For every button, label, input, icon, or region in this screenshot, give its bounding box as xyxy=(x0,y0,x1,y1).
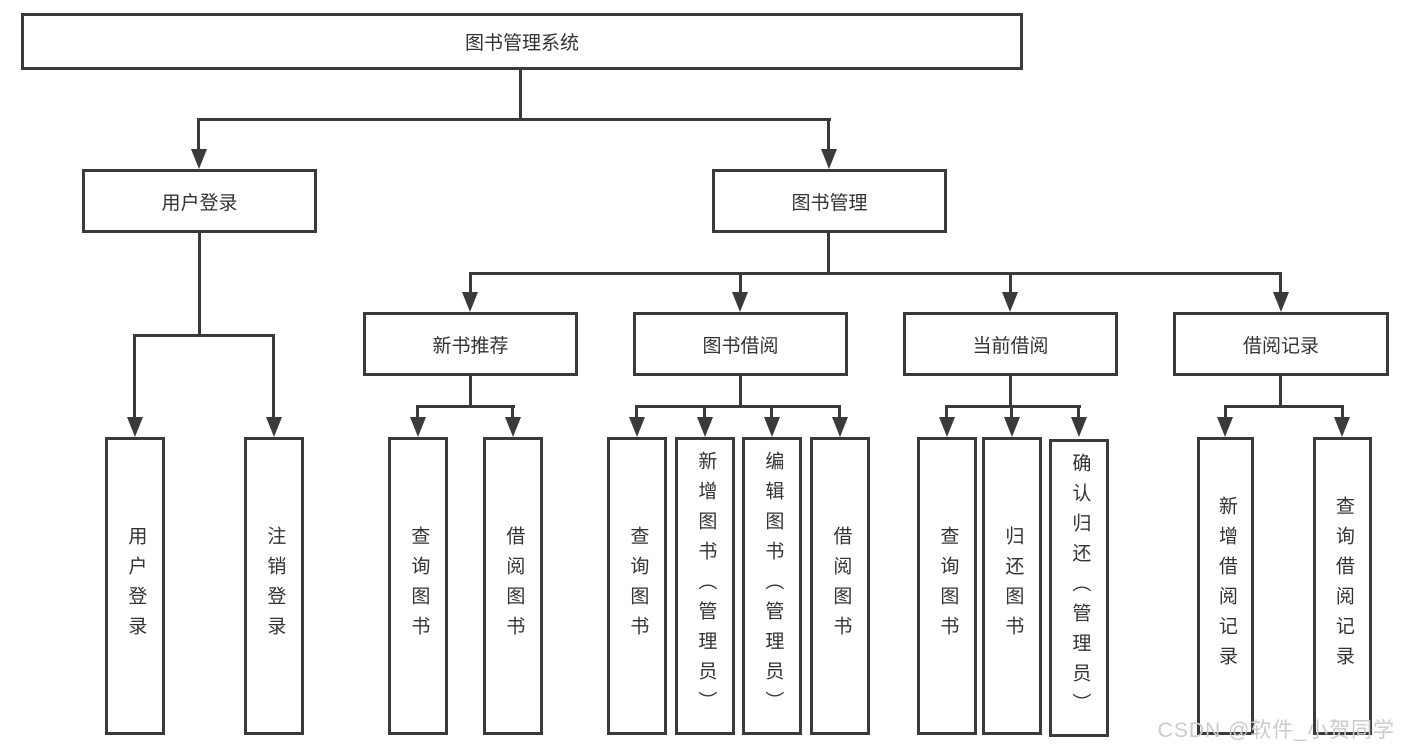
leaf-query-books-rec: 查询图书 xyxy=(388,437,448,735)
node-borrow-records-label: 借阅记录 xyxy=(1242,335,1319,357)
leaf-query-borrow-record: 查询借阅记录 xyxy=(1313,437,1372,735)
connector-hline xyxy=(197,118,831,121)
connector-vline xyxy=(198,233,201,336)
node-user-login-label: 用户登录 xyxy=(161,192,238,214)
connector-vline xyxy=(1009,376,1012,407)
leaf-logout: 注销登录 xyxy=(244,437,304,735)
connector-vline xyxy=(739,272,742,293)
node-book-mgmt-label: 图书管理 xyxy=(791,192,868,214)
leaf-borrow-books-rec: 借阅图书 xyxy=(483,437,543,735)
connector-vline xyxy=(1010,405,1013,419)
connector-vline xyxy=(272,334,275,417)
connector-vline xyxy=(469,272,472,293)
arrow-down-icon xyxy=(764,417,780,437)
connector-vline xyxy=(635,405,638,419)
connector-vline xyxy=(739,376,742,407)
node-user-login: 用户登录 xyxy=(82,169,317,233)
connector-vline xyxy=(133,334,136,417)
leaf-add-borrow-record: 新增借阅记录 xyxy=(1197,437,1254,735)
leaf-query-books-current: 查询图书 xyxy=(917,437,977,735)
arrow-down-icon xyxy=(127,417,143,437)
arrow-down-icon xyxy=(1217,417,1233,437)
arrow-down-icon xyxy=(629,417,645,437)
node-book-borrow-label: 图书借阅 xyxy=(702,335,779,357)
arrow-down-icon xyxy=(821,149,837,169)
connector-vline xyxy=(945,405,948,419)
leaf-return-book: 归还图书 xyxy=(982,437,1042,735)
connector-hline xyxy=(945,405,1081,408)
node-root-label: 图书管理系统 xyxy=(464,33,579,54)
node-borrow-records: 借阅记录 xyxy=(1173,312,1389,376)
node-book-mgmt: 图书管理 xyxy=(712,169,947,233)
connector-vline xyxy=(416,405,419,419)
leaf-borrow-books-borrow: 借阅图书 xyxy=(810,437,870,735)
node-current-borrow-label: 当前借阅 xyxy=(972,335,1049,357)
connector-vline xyxy=(827,233,830,274)
leaf-user-login: 用户登录 xyxy=(105,437,165,735)
connector-vline xyxy=(1341,405,1344,419)
node-current-borrow: 当前借阅 xyxy=(903,312,1118,376)
arrow-down-icon xyxy=(697,417,713,437)
connector-hline xyxy=(635,405,841,408)
arrow-down-icon xyxy=(1334,417,1350,437)
connector-vline xyxy=(1009,272,1012,293)
leaf-confirm-return-admin: 确认归还（管理员） xyxy=(1049,439,1109,737)
connector-vline xyxy=(519,70,522,119)
arrow-down-icon xyxy=(832,417,848,437)
connector-vline xyxy=(1279,272,1282,293)
arrow-down-icon xyxy=(462,292,478,312)
connector-vline xyxy=(511,405,514,419)
connector-vline xyxy=(838,405,841,419)
connector-vline xyxy=(197,118,200,151)
connector-vline xyxy=(1279,376,1282,407)
leaf-add-book-admin: 新增图书（管理员） xyxy=(675,437,735,735)
connector-hline xyxy=(133,334,275,337)
leaf-query-books-borrow: 查询图书 xyxy=(607,437,667,735)
connector-vline xyxy=(770,405,773,419)
connector-hline xyxy=(416,405,515,408)
node-new-book-rec: 新书推荐 xyxy=(363,312,578,376)
connector-vline xyxy=(703,405,706,419)
connector-vline xyxy=(469,376,472,407)
watermark: CSDN @软件_小贺同学 xyxy=(1157,719,1395,742)
node-new-book-rec-label: 新书推荐 xyxy=(432,335,509,357)
node-book-borrow: 图书借阅 xyxy=(633,312,848,376)
connector-hline xyxy=(1224,405,1344,408)
connector-vline xyxy=(827,118,830,151)
leaf-edit-book-admin: 编辑图书（管理员） xyxy=(742,437,802,735)
arrow-down-icon xyxy=(410,417,426,437)
arrow-down-icon xyxy=(1002,292,1018,312)
arrow-down-icon xyxy=(1273,292,1289,312)
connector-vline xyxy=(1077,405,1080,419)
node-root: 图书管理系统 xyxy=(21,13,1023,70)
arrow-down-icon xyxy=(939,417,955,437)
arrow-down-icon xyxy=(266,417,282,437)
connector-hline xyxy=(469,272,1282,275)
arrow-down-icon xyxy=(505,417,521,437)
arrow-down-icon xyxy=(732,292,748,312)
connector-vline xyxy=(1224,405,1227,419)
arrow-down-icon xyxy=(1071,417,1087,437)
arrow-down-icon xyxy=(191,149,207,169)
arrow-down-icon xyxy=(1004,417,1020,437)
